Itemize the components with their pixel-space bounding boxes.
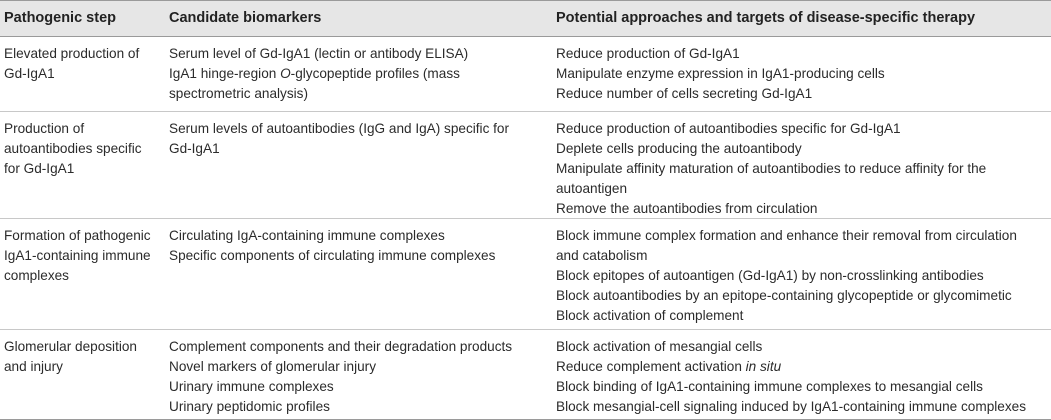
- cell-line: Deplete cells producing the autoantibody: [556, 141, 802, 156]
- biomarkers-cell: Complement components and their degradat…: [169, 337, 549, 417]
- cell-line: Block activation of complement: [556, 308, 744, 323]
- therapy-cell: Reduce production of Gd-IgA1 Manipulate …: [556, 44, 1046, 104]
- cell-line: Circulating IgA-containing immune comple…: [169, 228, 445, 243]
- pathogenic-step-cell: Formation of pathogenic IgA1-containing …: [4, 226, 154, 286]
- cell-line: Urinary immune complexes: [169, 379, 334, 394]
- cell-line: Reduce production of autoantibodies spec…: [556, 121, 901, 136]
- cell-line: and catabolism: [556, 248, 648, 263]
- cell-line: Formation of pathogenic: [4, 228, 151, 243]
- cell-line: Urinary peptidomic profiles: [169, 399, 330, 414]
- cell-line: complexes: [4, 268, 69, 283]
- cell-line: autoantigen: [556, 181, 628, 196]
- cell-line: for Gd-IgA1: [4, 161, 75, 176]
- cell-line: Production of: [4, 121, 85, 136]
- therapy-cell: Reduce production of autoantibodies spec…: [556, 119, 1046, 219]
- cell-line: spectrometric analysis): [169, 86, 308, 101]
- cell-line: Block autoantibodies by an epitope-conta…: [556, 288, 1012, 303]
- header-candidate-biomarkers: Candidate biomarkers: [169, 10, 322, 26]
- cell-line: Block epitopes of autoantigen (Gd-IgA1) …: [556, 268, 984, 283]
- cell-line: Remove the autoantibodies from circulati…: [556, 201, 818, 216]
- cell-line: Serum levels of autoantibodies (IgG and …: [169, 121, 510, 136]
- cell-line: Block mesangial-cell signaling induced b…: [556, 399, 1026, 414]
- cell-line: autoantibodies specific: [4, 141, 142, 156]
- cell-line: Gd-IgA1: [169, 141, 220, 156]
- cell-line: Block immune complex formation and enhan…: [556, 228, 1017, 243]
- cell-line: Reduce production of Gd-IgA1: [556, 46, 740, 61]
- cell-line: Serum level of Gd-IgA1 (lectin or antibo…: [169, 46, 469, 61]
- cell-line: Block binding of IgA1-containing immune …: [556, 379, 983, 394]
- pathogenic-step-cell: Production of autoantibodies specific fo…: [4, 119, 154, 179]
- biomarkers-cell: Circulating IgA-containing immune comple…: [169, 226, 549, 266]
- header-pathogenic-step: Pathogenic step: [4, 10, 116, 26]
- cell-line: Gd-IgA1: [4, 66, 55, 81]
- pathogenic-step-cell: Glomerular deposition and injury: [4, 337, 154, 377]
- header-therapy: Potential approaches and targets of dise…: [556, 10, 976, 26]
- cell-line: Block activation of mesangial cells: [556, 339, 763, 354]
- biomarkers-cell: Serum levels of autoantibodies (IgG and …: [169, 119, 549, 159]
- therapy-cell: Block immune complex formation and enhan…: [556, 226, 1046, 326]
- cell-line: Reduce number of cells secreting Gd-IgA1: [556, 86, 813, 101]
- pathogenic-step-cell: Elevated production of Gd-IgA1: [4, 44, 154, 84]
- table-row: Elevated production of Gd-IgA1 Serum lev…: [0, 37, 1051, 112]
- table-row: Production of autoantibodies specific fo…: [0, 112, 1051, 219]
- cell-line: Manipulate affinity maturation of autoan…: [556, 161, 987, 176]
- therapy-cell: Block activation of mesangial cells Redu…: [556, 337, 1046, 417]
- cell-line: Glomerular deposition: [4, 339, 137, 354]
- biomarkers-cell: Serum level of Gd-IgA1 (lectin or antibo…: [169, 44, 549, 104]
- cell-line: Manipulate enzyme expression in IgA1-pro…: [556, 66, 885, 81]
- table-row: Formation of pathogenic IgA1-containing …: [0, 219, 1051, 330]
- table-row: Glomerular deposition and injury Complem…: [0, 330, 1051, 420]
- table-header: Pathogenic step Candidate biomarkers Pot…: [0, 0, 1051, 37]
- cell-line: and injury: [4, 359, 63, 374]
- cell-line: Complement components and their degradat…: [169, 339, 513, 354]
- cell-line: Reduce complement activation in situ: [556, 359, 782, 374]
- cell-line: IgA1-containing immune: [4, 248, 151, 263]
- cell-line: Specific components of circulating immun…: [169, 248, 496, 263]
- cell-line: Novel markers of glomerular injury: [169, 359, 376, 374]
- cell-line: IgA1 hinge-region O-glycopeptide profile…: [169, 66, 460, 81]
- cell-line: Elevated production of: [4, 46, 140, 61]
